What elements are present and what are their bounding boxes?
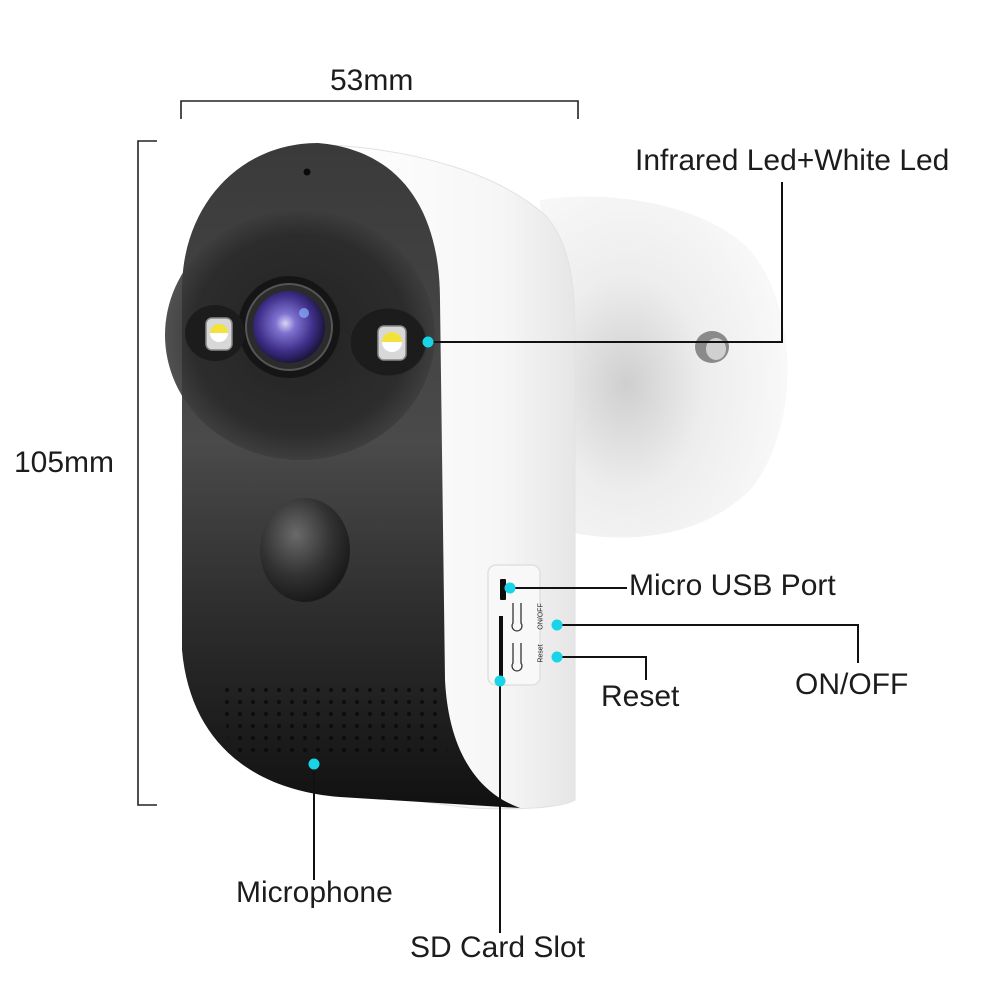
callout-label-microphone: Microphone — [236, 876, 393, 909]
reset-marking: Reset — [537, 644, 545, 663]
callout-label-infrared-led: Infrared Led+White Led — [635, 144, 950, 177]
width-dimension-label: 53mm — [330, 64, 414, 97]
micro-usb-port-slot — [500, 579, 506, 600]
callout-dot-microphone — [308, 758, 320, 770]
side-port-panel — [487, 564, 541, 686]
callout-dot-sd-card — [494, 675, 506, 687]
speaker-grille — [220, 688, 448, 760]
height-dimension-bracket — [137, 140, 157, 806]
callout-label-sd-card: SD Card Slot — [410, 931, 586, 964]
pir-sensor — [260, 498, 350, 602]
width-dimension-bracket — [180, 100, 579, 119]
wall-mount — [540, 196, 788, 538]
callout-label-reset: Reset — [601, 680, 680, 713]
callout-dot-micro-usb — [504, 582, 516, 594]
camera-lens — [253, 291, 325, 363]
sd-card-slot-opening — [499, 616, 503, 678]
led-left — [210, 324, 228, 333]
callout-dot-on-off — [551, 619, 563, 631]
callout-label-on-off: ON/OFF — [795, 668, 909, 701]
callout-dot-infrared-led — [422, 336, 434, 348]
led-right — [382, 332, 402, 342]
callout-dot-reset — [551, 651, 563, 663]
camera-front-face — [165, 143, 520, 808]
on-off-button — [511, 603, 523, 632]
reset-button — [511, 643, 523, 672]
on-off-marking: ON/OFF — [537, 603, 545, 630]
height-dimension-label: 105mm — [14, 446, 115, 479]
light-sensor-dot — [303, 168, 311, 176]
callout-label-micro-usb: Micro USB Port — [629, 569, 836, 602]
callout-lines — [313, 182, 859, 933]
